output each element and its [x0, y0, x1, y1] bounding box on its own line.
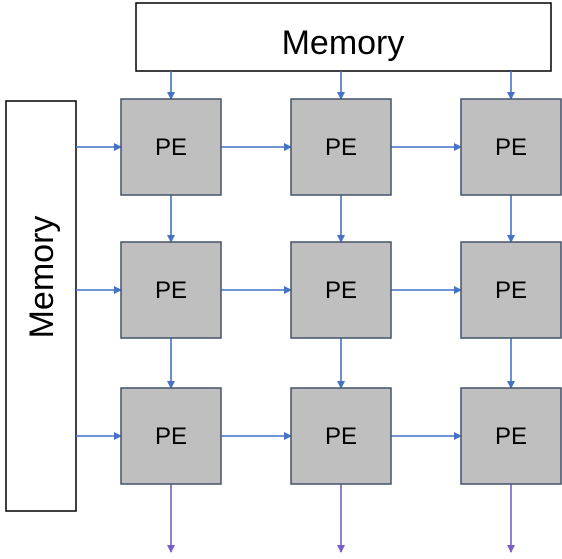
- pe-label: PE: [155, 423, 187, 450]
- pe-box: [460, 98, 562, 196]
- dataflow-arrows: [76, 71, 515, 553]
- pe-r3c2: PE: [290, 387, 392, 485]
- pe-label: PE: [155, 134, 187, 161]
- pe-label: PE: [495, 277, 527, 304]
- top-memory-label: Memory: [282, 24, 405, 62]
- pe-r2c3: PE: [460, 241, 562, 339]
- pe-box: [120, 98, 222, 196]
- pe-r3c3: PE: [460, 387, 562, 485]
- pe-r1c2: PE: [290, 98, 392, 196]
- pe-box: [120, 387, 222, 485]
- left-memory-label: Memory: [23, 216, 61, 339]
- pe-r3c1: PE: [120, 387, 222, 485]
- pe-label: PE: [495, 134, 527, 161]
- pe-grid: PE PE PE PE PE PE PE PE PE: [120, 98, 562, 485]
- pe-box: [290, 241, 392, 339]
- pe-r2c2: PE: [290, 241, 392, 339]
- pe-label: PE: [325, 277, 357, 304]
- top-memory-block: Memory: [135, 2, 552, 72]
- pe-label: PE: [325, 423, 357, 450]
- pe-label: PE: [325, 134, 357, 161]
- pe-box: [120, 241, 222, 339]
- pe-r2c1: PE: [120, 241, 222, 339]
- pe-box: [290, 98, 392, 196]
- pe-box: [460, 387, 562, 485]
- pe-r1c1: PE: [120, 98, 222, 196]
- pe-label: PE: [495, 423, 527, 450]
- pe-label: PE: [155, 277, 187, 304]
- left-memory-block: Memory: [5, 100, 77, 512]
- pe-r1c3: PE: [460, 98, 562, 196]
- pe-box: [460, 241, 562, 339]
- pe-box: [290, 387, 392, 485]
